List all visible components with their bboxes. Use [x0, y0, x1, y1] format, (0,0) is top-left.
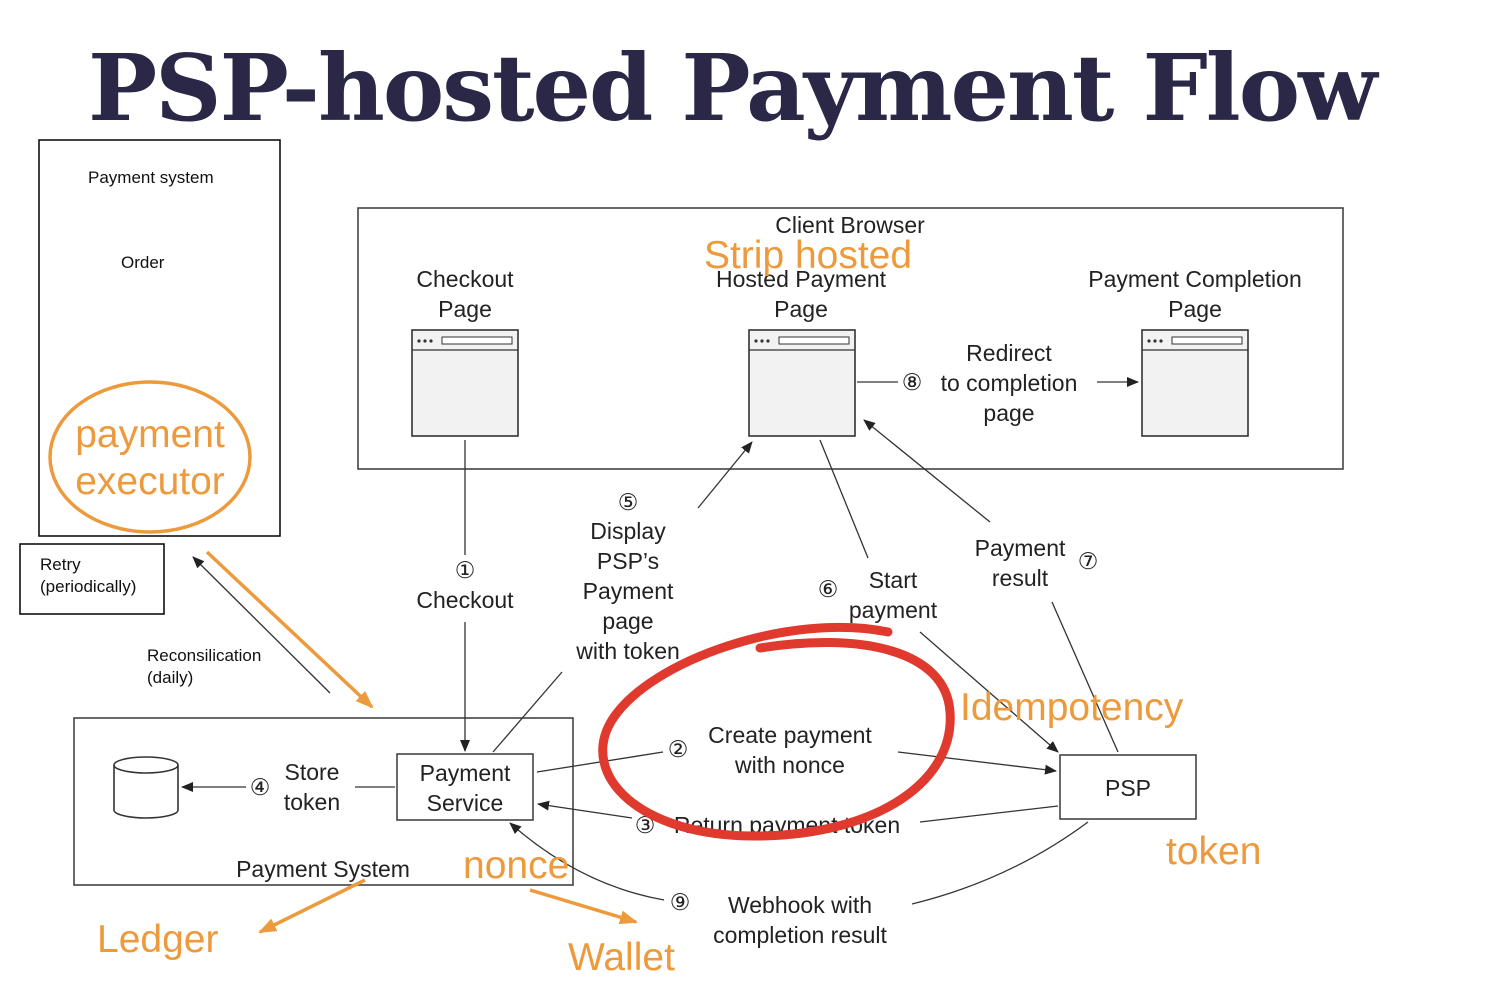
highlight-circle	[598, 622, 955, 841]
step8-number: ⑧	[902, 369, 923, 395]
payment-system-note-box	[38, 139, 281, 537]
step3-line-right	[919, 805, 1059, 823]
step5-line-lower	[492, 671, 563, 753]
step9-line-right	[911, 821, 1089, 905]
step1-label: Checkout	[416, 587, 514, 613]
payment-executor-circle	[48, 380, 252, 534]
step6-line-upper	[819, 439, 869, 559]
step5-arrow	[697, 441, 753, 509]
step2-arrow	[897, 751, 1057, 775]
step7-line-lower	[1051, 601, 1119, 753]
reconciliation-arrow	[192, 556, 331, 694]
step3-arrow	[537, 800, 633, 819]
payment-completion-page-window-icon	[1141, 329, 1249, 437]
idempotency-annotation: Idempotency	[960, 686, 1184, 729]
page-title: PSP-hosted Payment Flow	[88, 34, 1380, 142]
psp-label: PSP	[1105, 775, 1151, 801]
order-label: Order	[121, 253, 165, 272]
ledger-annotation: Ledger	[97, 918, 218, 961]
step1-number: ①	[455, 557, 476, 583]
step4-number: ④	[250, 774, 271, 800]
step6-number: ⑥	[818, 576, 839, 602]
psp-box	[1059, 754, 1197, 820]
step9-arrow	[509, 822, 665, 901]
client-browser-box	[357, 207, 1344, 470]
payment-system-box	[73, 717, 574, 886]
step6-arrow	[919, 631, 1059, 753]
ledger-arrow	[258, 878, 366, 934]
checkout-page-window-icon	[411, 329, 519, 437]
step7-arrow	[863, 419, 991, 523]
payment-system-note-title: Payment system	[88, 168, 214, 187]
payment-system-label: Payment System	[236, 856, 410, 882]
hosted-payment-page-window-icon	[748, 329, 856, 437]
wallet-annotation: Wallet	[568, 936, 675, 979]
step2-number: ②	[668, 736, 689, 762]
nonce-annotation: nonce	[463, 844, 569, 887]
step9-number: ⑨	[670, 889, 691, 915]
client-browser-title: Client Browser	[775, 212, 925, 238]
payment-service-box	[396, 753, 534, 821]
database-icon	[113, 756, 179, 819]
step5-number: ⑤	[618, 489, 639, 515]
step7-number: ⑦	[1078, 548, 1099, 574]
retry-to-payment-system-arrow	[205, 550, 374, 709]
wallet-arrow	[529, 888, 638, 925]
strip-hosted-annotation: Strip hosted	[704, 234, 912, 277]
retry-box	[19, 543, 165, 615]
reconciliation-label: Reconsilication(daily)	[147, 646, 261, 687]
token-annotation: token	[1166, 830, 1261, 873]
retry-label: Retry(periodically)	[40, 555, 136, 596]
